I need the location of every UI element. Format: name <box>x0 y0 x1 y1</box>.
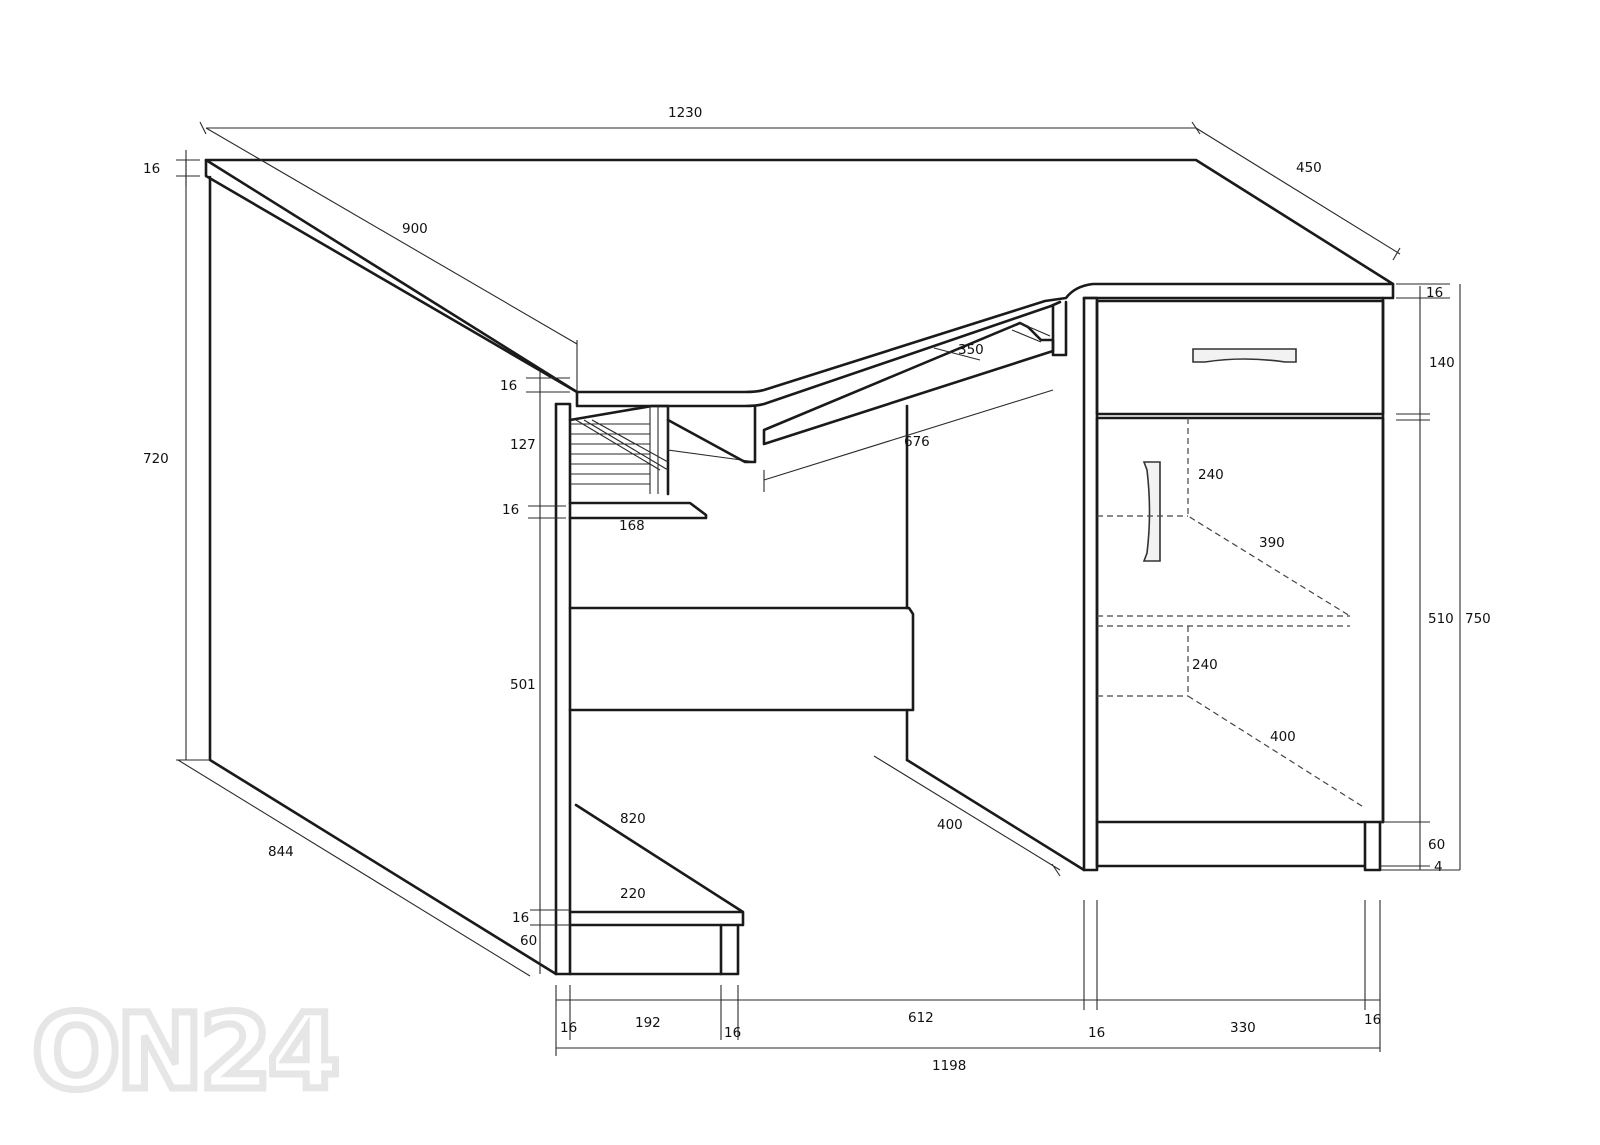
dim-cabinet-shelf-upper-depth: 390 <box>1259 535 1285 551</box>
front-apron <box>666 404 757 464</box>
cd-shelf <box>568 501 708 520</box>
dim-overall-width: 1198 <box>932 1058 966 1074</box>
cd-rack <box>568 404 757 496</box>
dim-cd-rack-height: 127 <box>510 437 536 453</box>
dim-top-left-length: 900 <box>402 221 428 237</box>
dim-bottom-panel-right: 16 <box>1364 1012 1381 1028</box>
keyboard-support <box>1051 300 1068 357</box>
door-handle <box>1142 461 1161 562</box>
cabinet-door <box>1095 416 1385 824</box>
dim-left-height: 720 <box>143 451 169 467</box>
dim-shelf-top-thickness: 16 <box>500 378 517 394</box>
dim-inner-height: 501 <box>510 677 536 693</box>
dim-bottom-plinth: 60 <box>520 933 537 949</box>
dim-keyboard-width: 676 <box>904 434 930 450</box>
left-inner-panel <box>554 402 572 976</box>
left-side-panel <box>208 175 558 976</box>
bottom-shelf <box>568 803 745 927</box>
dim-middle-panel-depth: 400 <box>937 817 963 833</box>
dim-cabinet-shelf-upper-height: 240 <box>1198 467 1224 483</box>
dimension-labels: 1230 450 16 900 720 844 16 127 16 168 35… <box>143 105 1491 1074</box>
dim-right-foot-gap: 4 <box>1434 859 1443 875</box>
dim-right-top-thickness: 16 <box>1426 285 1443 301</box>
dim-top-width: 1230 <box>668 105 702 121</box>
cabinet-shelves-hidden <box>1097 418 1366 809</box>
dim-bottom-shelf-length: 820 <box>620 811 646 827</box>
dim-bottom-section-330: 330 <box>1230 1020 1256 1036</box>
dim-cabinet-shelf-lower-height: 240 <box>1192 657 1218 673</box>
dim-cabinet-door-height: 510 <box>1428 611 1454 627</box>
desktop-right-edge <box>1082 282 1395 300</box>
dim-bottom-shelf-thickness: 16 <box>512 910 529 926</box>
dim-bottom-panel-left: 16 <box>560 1020 577 1036</box>
cabinet-left-panel <box>1082 296 1099 872</box>
dim-top-thickness-left: 16 <box>143 161 160 177</box>
dim-left-depth: 844 <box>268 844 294 860</box>
desktop-top-surface <box>204 158 1395 394</box>
dim-drawer-height: 140 <box>1429 355 1455 371</box>
drawer-handle <box>1192 348 1297 363</box>
cabinet-plinth <box>1095 820 1382 872</box>
keyboard-tray <box>762 321 1055 446</box>
bottom-shelf-leg <box>719 923 740 976</box>
dim-bottom-panel-mid: 16 <box>724 1025 741 1041</box>
dim-keyboard-depth: 350 <box>958 342 984 358</box>
middle-panel <box>568 606 915 712</box>
dim-bottom-section-612: 612 <box>908 1010 934 1026</box>
dim-bottom-panel-right-inner: 16 <box>1088 1025 1105 1041</box>
dim-cd-shelf-thickness: 16 <box>502 502 519 518</box>
dimension-lines <box>176 121 1461 1056</box>
dim-top-depth-right: 450 <box>1296 160 1322 176</box>
dim-cabinet-shelf-lower-depth: 400 <box>1270 729 1296 745</box>
dim-cd-shelf-width: 168 <box>619 518 645 534</box>
dim-total-height: 750 <box>1465 611 1491 627</box>
desktop-front-edge <box>204 158 1062 408</box>
dim-bottom-section-192: 192 <box>635 1015 661 1031</box>
desk-outline <box>204 158 1395 976</box>
keyboard-rail <box>1011 322 1051 343</box>
dim-bottom-shelf-width: 220 <box>620 886 646 902</box>
middle-right-panel <box>905 296 1086 872</box>
dim-right-plinth: 60 <box>1428 837 1445 853</box>
on24-watermark: ON24 <box>32 991 336 1113</box>
